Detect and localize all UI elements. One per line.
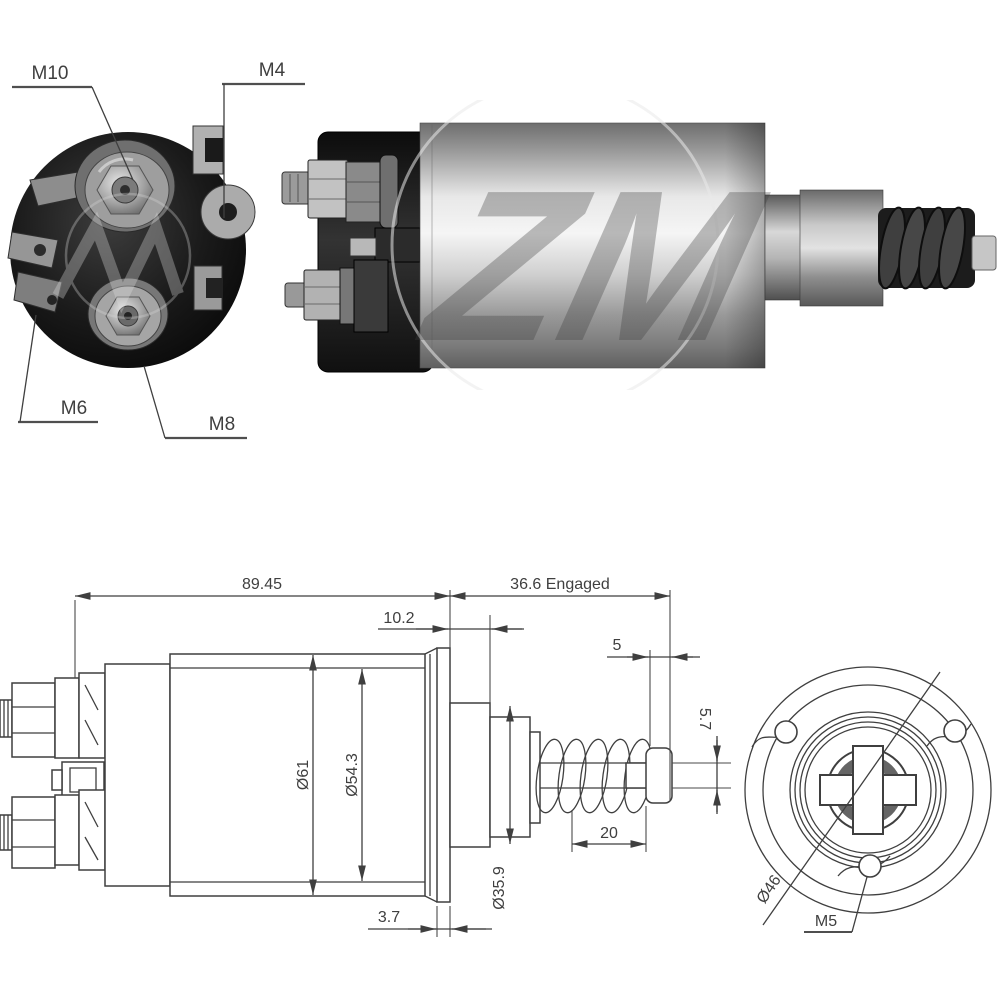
terminal-end-photo bbox=[7, 125, 256, 368]
m10-stud bbox=[74, 139, 176, 233]
mounting-holes bbox=[751, 719, 972, 878]
label-m5-text: M5 bbox=[815, 913, 837, 930]
label-m10-text: M10 bbox=[32, 63, 69, 84]
dim-body-diameter: Ø61 bbox=[295, 655, 317, 895]
dim-spring-length: 20 bbox=[572, 825, 646, 848]
dim-can-diameter: Ø54.3 bbox=[344, 669, 366, 881]
dim-flange-thickness-text: 3.7 bbox=[378, 909, 400, 926]
dim-overall-length: 89.45 bbox=[75, 576, 450, 600]
front-flange bbox=[424, 647, 541, 903]
label-m4: M4 bbox=[222, 60, 305, 218]
dim-nose-length: 10.2 bbox=[378, 610, 524, 633]
zm-watermark-small bbox=[52, 192, 192, 320]
dim-body-diameter-text: Ø61 bbox=[295, 760, 312, 790]
dimension-drawing: 89.45 36.6 Engaged 10.2 5 20 3.7 Ø61 Ø54… bbox=[0, 576, 992, 937]
zm-watermark: ZM bbox=[390, 100, 783, 390]
end-view: Ø46 M5 bbox=[744, 666, 992, 933]
left-bracket-terminals bbox=[7, 171, 87, 313]
dim-engaged-length: 36.6 Engaged bbox=[450, 576, 670, 600]
label-m6: M6 bbox=[18, 314, 98, 424]
label-m8: M8 bbox=[143, 365, 247, 440]
front-ring-photo bbox=[764, 194, 804, 301]
plunger-boss-photo bbox=[799, 189, 884, 307]
label-m5: M5 bbox=[804, 876, 868, 933]
dim-flange-thickness: 3.7 bbox=[368, 909, 492, 933]
dim-boss-diameter-text: Ø35.9 bbox=[491, 866, 508, 910]
label-m4-text: M4 bbox=[259, 60, 286, 81]
threaded-plunger-photo bbox=[878, 206, 997, 290]
dim-pin-offset: 5.7 bbox=[696, 708, 721, 814]
dim-pin-offset-text: 5.7 bbox=[696, 708, 713, 730]
m4-terminal bbox=[192, 125, 256, 311]
dim-overall-length-text: 89.45 bbox=[242, 576, 282, 593]
dim-nose-length-text: 10.2 bbox=[383, 610, 414, 627]
body-outline bbox=[104, 653, 431, 897]
plunger-spring bbox=[535, 738, 673, 814]
zm-watermark-text: ZM bbox=[402, 146, 782, 386]
side-view bbox=[0, 647, 673, 903]
label-m8-text: M8 bbox=[209, 414, 235, 435]
dim-can-diameter-text: Ø54.3 bbox=[344, 753, 361, 797]
dim-tip-width-text: 5 bbox=[613, 637, 622, 654]
dim-engaged-length-text: 36.6 Engaged bbox=[510, 576, 610, 593]
dim-boss-diameter: Ø35.9 bbox=[491, 706, 514, 910]
terminal-studs-drawing bbox=[0, 672, 106, 871]
solenoid-photo: ZM bbox=[281, 100, 997, 390]
dim-spring-length-text: 20 bbox=[600, 825, 618, 842]
center-cross bbox=[819, 745, 917, 835]
label-m10: M10 bbox=[12, 63, 134, 181]
extension-lines bbox=[74, 590, 731, 937]
bolt-circle-axis-line bbox=[762, 671, 941, 926]
rear-terminal-section bbox=[281, 131, 434, 373]
m8-stud bbox=[87, 277, 169, 351]
terminal-end-view: M10 M4 M6 M8 bbox=[7, 60, 305, 440]
dim-tip-width: 5 bbox=[607, 637, 700, 661]
label-m6-text: M6 bbox=[61, 398, 87, 419]
